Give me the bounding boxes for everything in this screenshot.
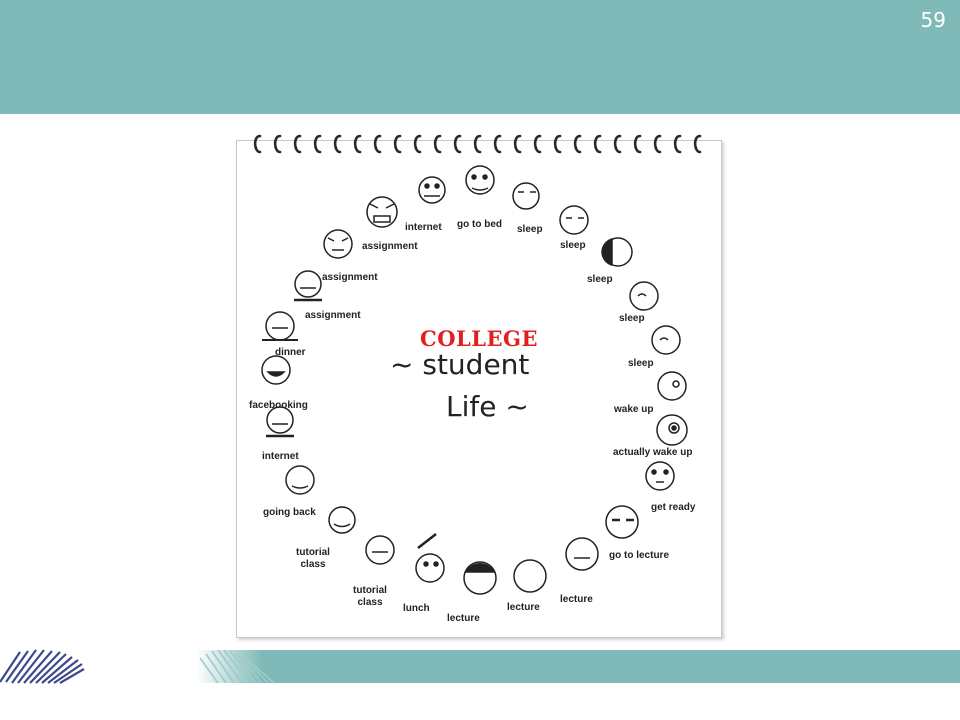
label-wake-up: wake up [614, 404, 654, 415]
label-facebooking: facebooking [249, 400, 308, 411]
label-tutorial-class: tutorial class [296, 547, 330, 570]
label-sleep: sleep [587, 274, 613, 285]
face-lecture-icon [463, 561, 497, 595]
face-tutorial-icon [365, 535, 395, 565]
face-sleep-icon [559, 205, 589, 235]
face-walking-icon [605, 505, 639, 539]
label-lecture: lecture [560, 594, 593, 605]
face-sleep-icon [651, 325, 681, 355]
face-tired-icon [465, 165, 495, 195]
face-sleep-icon [629, 281, 659, 311]
label-go-to-bed: go to bed [457, 219, 502, 230]
label-lecture: lecture [447, 613, 480, 624]
label-internet: internet [405, 222, 442, 233]
label-assignment: assignment [322, 272, 378, 283]
slide-number: 59 [920, 8, 946, 32]
header-band: 59 [0, 0, 960, 114]
footer-white-fade [0, 650, 262, 683]
label-dinner: dinner [275, 347, 306, 358]
face-assignment-icon [294, 270, 322, 302]
label-tutorial-class: tutorial class [353, 585, 387, 608]
label-lecture: lecture [507, 602, 540, 613]
label-actually-wake-up: actually wake up [613, 447, 693, 458]
face-lecture-icon [513, 559, 547, 593]
hatch-decoration-left [0, 649, 85, 684]
title-college: COLLEGE [420, 326, 538, 351]
notepad-image [236, 140, 722, 638]
label-assignment: assignment [362, 241, 418, 252]
hatch-decoration-right [199, 649, 275, 684]
face-facebooking-icon [261, 355, 291, 385]
title-student: ~ student [390, 348, 530, 381]
student-life-doodles [261, 165, 688, 595]
label-sleep: sleep [517, 224, 543, 235]
face-awake-icon [656, 414, 688, 446]
label-go-to-lecture: go to lecture [609, 550, 670, 561]
face-lunch-icon [415, 533, 445, 583]
label-sleep: sleep [628, 358, 654, 369]
face-sleep-icon [512, 182, 540, 210]
face-dinner-icon [262, 311, 298, 341]
label-sleep: sleep [619, 313, 645, 324]
face-rage-icon [366, 196, 398, 228]
label-internet: internet [262, 451, 299, 462]
label-going-back: going back [263, 507, 316, 518]
face-grin-icon [418, 176, 446, 204]
label-sleep: sleep [560, 240, 586, 251]
face-lecture-icon [565, 537, 599, 571]
face-going-back-icon [285, 465, 315, 495]
label-lunch: lunch [403, 603, 430, 614]
face-internet-icon [266, 406, 294, 438]
face-sleep-icon [601, 237, 633, 267]
face-angry-icon [323, 229, 353, 259]
face-tutorial-icon [328, 506, 356, 534]
label-assignment: assignment [305, 310, 361, 321]
face-ready-icon [645, 461, 675, 491]
label-get-ready: get ready [651, 502, 696, 513]
spiral-binding [253, 134, 702, 154]
title-life: Life ~ [446, 390, 529, 423]
face-wakeup-icon [657, 371, 687, 401]
